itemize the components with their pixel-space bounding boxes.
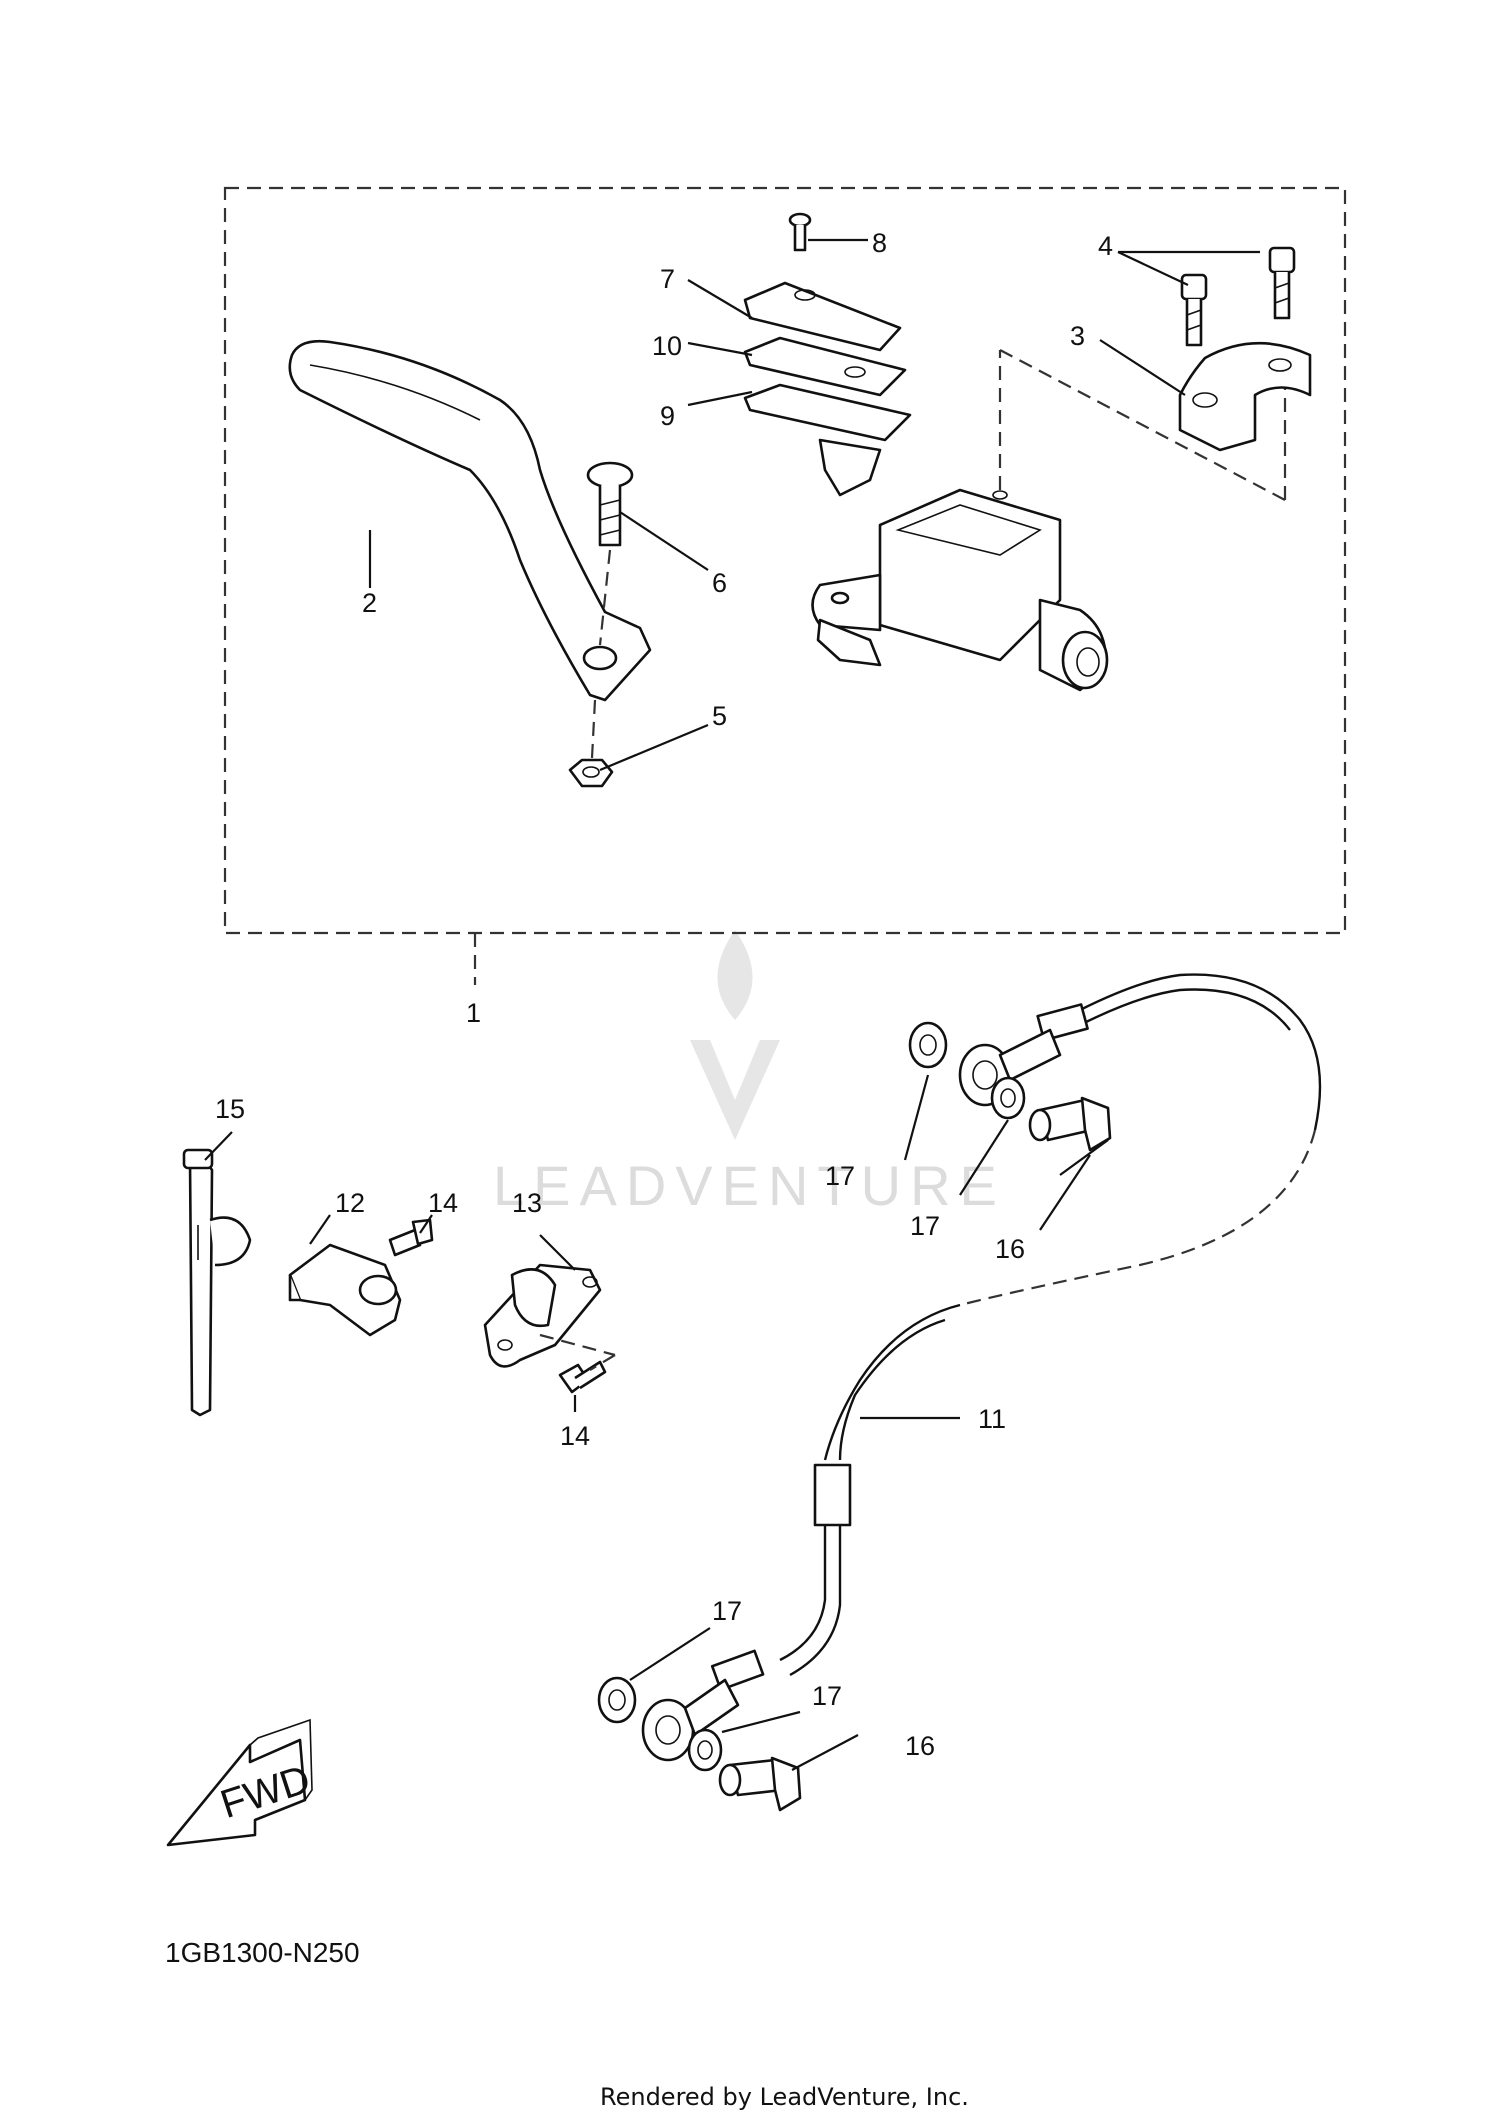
callout-labels: 1 2 3 4 5 6 7 8 9 10 11 12 13 14 14 15 1…	[215, 228, 1113, 1761]
footer-credit: Rendered by LeadVenture, Inc.	[600, 2083, 969, 2111]
hose-holder	[483, 1263, 602, 1368]
callout-16-lower: 16	[905, 1731, 935, 1761]
cap-plate	[743, 336, 907, 397]
guide-bolt-upper	[388, 1218, 434, 1257]
callout-5: 5	[712, 701, 727, 731]
forward-direction-arrow: FWD	[166, 1718, 316, 1847]
upper-washer-a	[908, 1021, 948, 1069]
pivot-bolt	[586, 461, 634, 646]
lower-washer-a	[597, 1676, 637, 1724]
reservoir-cap	[743, 281, 902, 352]
callout-14-lower: 14	[560, 1421, 590, 1451]
callout-17-upper-b: 17	[910, 1211, 940, 1241]
holder-bolts	[1180, 246, 1296, 347]
lever-nut	[568, 699, 614, 788]
callout-17-lower-b: 17	[812, 1681, 842, 1711]
callout-3: 3	[1070, 321, 1085, 351]
holder-bolt-lower	[539, 1333, 616, 1394]
master-cylinder-holder	[1178, 341, 1312, 452]
cap-screw	[788, 212, 812, 252]
upper-washer-b	[990, 1076, 1026, 1120]
leadventure-watermark: LEADVENTURE	[493, 930, 1006, 1217]
callout-10: 10	[652, 331, 682, 361]
callout-7: 7	[660, 264, 675, 294]
callout-14-upper: 14	[428, 1188, 458, 1218]
callout-1: 1	[466, 998, 481, 1028]
callout-2: 2	[362, 588, 377, 618]
hose-guide	[288, 1243, 402, 1337]
callout-8: 8	[872, 228, 887, 258]
watermark-text: LEADVENTURE	[493, 1154, 1006, 1217]
callout-11: 11	[978, 1404, 1006, 1434]
callout-17-lower-a: 17	[712, 1596, 742, 1626]
lower-union-bolt	[718, 1756, 802, 1812]
lower-banjo-fitting	[641, 1678, 740, 1762]
callout-12: 12	[335, 1188, 365, 1218]
leader-lines	[204, 238, 1260, 1771]
callout-9: 9	[660, 401, 675, 431]
cable-tie	[182, 1148, 252, 1417]
callout-16-upper: 16	[995, 1234, 1025, 1264]
callout-6: 6	[712, 568, 727, 598]
callout-4: 4	[1098, 231, 1113, 261]
callout-15: 15	[215, 1094, 245, 1124]
brake-lever	[288, 340, 652, 702]
callout-17-upper-a: 17	[825, 1161, 855, 1191]
assembly-boundary	[223, 186, 1347, 935]
callout-13: 13	[512, 1188, 542, 1218]
master-cylinder-body	[811, 488, 1109, 692]
diagram-code: 1GB1300-N250	[165, 1937, 360, 1968]
upper-union-bolt	[1028, 1096, 1112, 1152]
lower-washer-b	[687, 1728, 723, 1772]
diaphragm	[743, 383, 912, 497]
